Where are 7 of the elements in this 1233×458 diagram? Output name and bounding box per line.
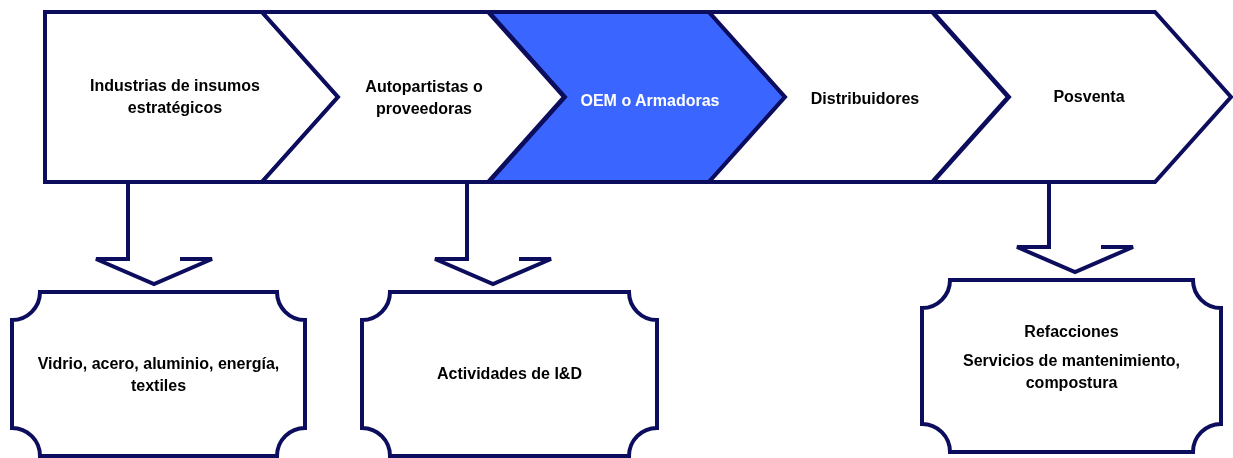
process-box bbox=[12, 292, 305, 456]
process-box bbox=[362, 292, 657, 456]
node-label: Actividades de I&D bbox=[437, 363, 582, 384]
process-box bbox=[922, 280, 1221, 452]
node-label: Vidrio, acero, aluminio, energía, textiles bbox=[36, 353, 281, 396]
node-label: Refacciones bbox=[1024, 322, 1119, 343]
node-label: Servicios de mantenimiento, compostura bbox=[962, 350, 1181, 394]
